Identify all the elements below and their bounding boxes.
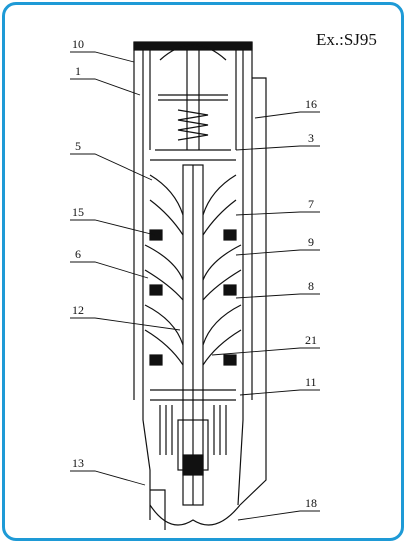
model-title: Ex.:SJ95 xyxy=(316,30,377,49)
casing-left-wall xyxy=(142,42,151,520)
label-21: 21 xyxy=(305,333,317,347)
label-6: 6 xyxy=(75,247,81,261)
label-5: 5 xyxy=(75,139,81,153)
label-3: 3 xyxy=(308,131,314,145)
label-9: 9 xyxy=(308,235,314,249)
label-12: 12 xyxy=(72,303,84,317)
label-1: 1 xyxy=(75,64,81,78)
label-13: 13 xyxy=(72,456,84,470)
label-7: 7 xyxy=(308,197,314,211)
label-8: 8 xyxy=(308,279,314,293)
label-16: 16 xyxy=(305,97,317,111)
impeller-stages xyxy=(144,174,242,366)
label-10: 10 xyxy=(72,37,84,51)
top-cap xyxy=(133,41,253,51)
valve-spring xyxy=(177,109,209,141)
label-11: 11 xyxy=(305,375,317,389)
label-15: 15 xyxy=(72,205,84,219)
cable-guard xyxy=(239,77,267,506)
inlet-strainer xyxy=(159,405,227,455)
label-18: 18 xyxy=(305,496,317,510)
motor-base xyxy=(149,504,241,526)
